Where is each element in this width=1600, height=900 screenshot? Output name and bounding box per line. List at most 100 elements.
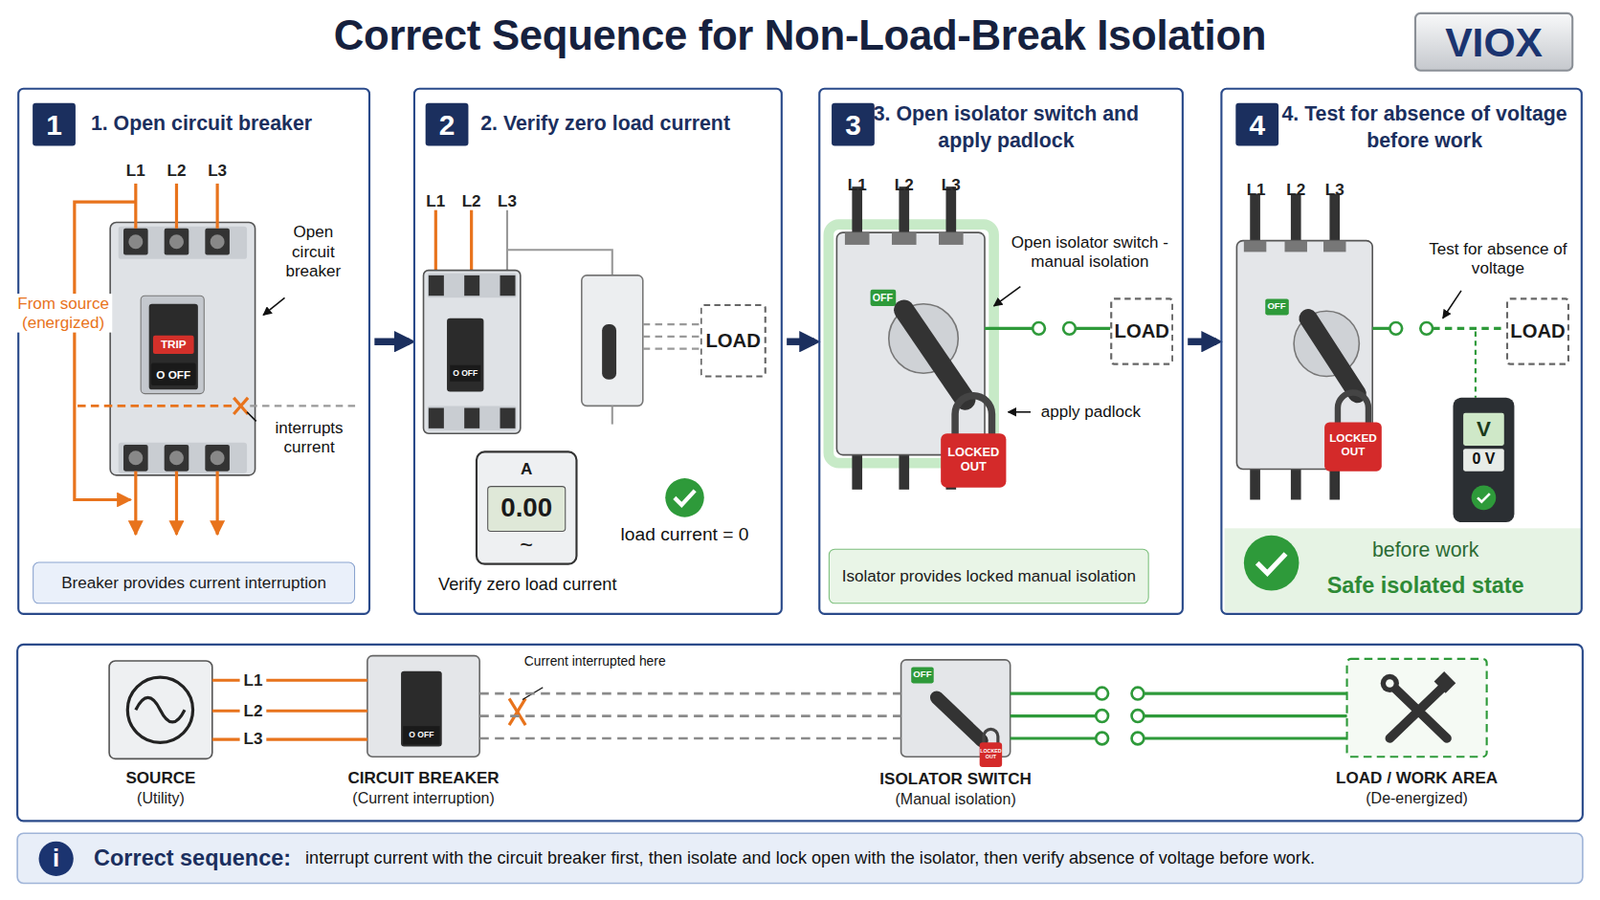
breaker-drawing-part	[246, 412, 257, 423]
label-text: L3	[491, 191, 523, 211]
breaker-drawing-part	[204, 228, 230, 256]
breaker-contactor-drawing-part	[449, 365, 481, 382]
isolator-tester-drawing-part	[1432, 327, 1507, 331]
isolator-drawing-part	[1063, 322, 1076, 335]
one-line-schematic-part	[1389, 683, 1447, 739]
node-text: 0.00	[476, 490, 578, 525]
node-text: (Manual isolation)	[894, 790, 1016, 810]
breaker-drawing-part	[210, 450, 225, 466]
breaker-drawing	[74, 183, 360, 535]
breaker-drawing-part-part	[133, 471, 137, 535]
breaker-drawing-part	[263, 297, 285, 315]
one-line-schematic-part	[127, 677, 193, 743]
load-box: LOAD	[1110, 297, 1174, 365]
one-line-schematic-part	[1434, 671, 1457, 694]
label-text: load current = 0	[618, 524, 752, 547]
label-text: O OFF	[449, 369, 481, 379]
breaker-contactor-drawing-part	[434, 210, 438, 274]
breaker-drawing-part-part	[216, 471, 220, 535]
breaker-contactor-drawing-part-part	[643, 348, 701, 351]
node-text: Breaker provides current interruption	[61, 573, 327, 594]
one-line-schematic-part-part	[1132, 688, 1145, 701]
one-line-schematic-part	[400, 671, 443, 748]
step-number: 2	[425, 103, 469, 147]
isolator-drawing-part	[940, 433, 1006, 489]
connector	[374, 337, 409, 345]
one-line-schematic	[17, 644, 1583, 885]
isolator-drawing	[828, 186, 1111, 490]
label-text: L3	[1319, 179, 1351, 200]
connector	[786, 337, 815, 345]
node-text: ISOLATOR SWITCH	[879, 769, 1032, 790]
isolator-tester-drawing	[1224, 194, 1582, 613]
breaker-contactor-drawing-part-part	[643, 335, 701, 338]
node-text: (De-energized)	[1365, 789, 1468, 809]
breaker-drawing-part	[249, 404, 359, 407]
label-text: L1	[240, 670, 267, 690]
isolator-tester-drawing-part	[1329, 194, 1340, 244]
breaker-drawing-part	[77, 404, 233, 408]
logo-plate: VIOX	[1414, 12, 1574, 72]
breaker-drawing-part	[151, 363, 197, 386]
breaker-contactor-drawing	[423, 210, 705, 565]
one-line-schematic-part	[109, 661, 213, 759]
breaker-contactor-drawing-part	[427, 405, 517, 431]
isolator-tester-drawing-part	[1308, 318, 1357, 395]
isolator-drawing-part	[836, 232, 985, 455]
label-text: Current interrupted here	[523, 654, 667, 671]
info-bar: Correct sequence:interrupt current with …	[17, 833, 1583, 884]
label-text: OFF	[1264, 301, 1289, 313]
isolator-tester-drawing-part	[1244, 241, 1267, 253]
breaker-contactor-drawing-part	[428, 275, 445, 296]
isolator-tester-drawing-part	[1224, 528, 1582, 612]
label-text: OFF	[869, 291, 897, 305]
breaker-drawing-part	[123, 228, 149, 256]
isolator-drawing-part	[898, 452, 910, 489]
node-text: LOAD	[1114, 319, 1170, 344]
node-text: 4. Test for absence of voltage before wo…	[1279, 100, 1570, 154]
step-panel: 3. Open isolator switch and apply padloc…	[818, 88, 1184, 616]
load-box: LOAD	[1506, 297, 1570, 365]
one-line-schematic-part	[367, 656, 480, 758]
isolator-drawing-part	[898, 186, 910, 235]
one-line-schematic-part	[1347, 659, 1488, 757]
isolator-drawing-part	[828, 224, 995, 465]
isolator-tester-drawing-part	[1474, 332, 1477, 399]
breaker-contactor-drawing-part	[611, 405, 614, 424]
node-text: VIOX	[1444, 16, 1543, 67]
breaker-contactor-drawing-part	[601, 324, 617, 380]
breaker-contactor-drawing-part	[581, 275, 644, 406]
node-text: LOAD	[705, 328, 760, 353]
one-line-schematic-part	[1095, 688, 1144, 746]
node-text: V	[1452, 416, 1514, 444]
breaker-contactor-drawing-part	[428, 408, 445, 429]
label-text: L2	[1280, 179, 1312, 200]
node-text: 1. Open circuit breaker	[90, 110, 365, 137]
breaker-drawing-part	[110, 222, 255, 475]
breaker-drawing-part-part	[233, 398, 248, 415]
breaker-contactor-drawing-part	[507, 210, 613, 276]
breaker-drawing-part	[204, 444, 230, 472]
isolator-drawing-part	[955, 396, 992, 438]
node-text: ~	[476, 532, 578, 560]
node-text: LOAD / WORK AREA	[1335, 768, 1498, 789]
breaker-drawing-part	[233, 398, 248, 415]
one-line-schematic-part-part	[1095, 733, 1109, 746]
step-number: 4	[1235, 103, 1279, 147]
breaker-drawing-part	[128, 450, 143, 466]
one-line-schematic-part	[901, 660, 1011, 757]
node-text: 1	[45, 106, 63, 142]
one-line-schematic-part	[39, 842, 74, 877]
isolator-tester-drawing-part	[1477, 493, 1490, 503]
label-text: O OFF	[403, 730, 439, 740]
note-box: Isolator provides locked manual isolatio…	[828, 549, 1150, 605]
breaker-box: CIRCUIT BREAKER(Current interruption)	[367, 656, 480, 758]
one-line-schematic-part-part	[1095, 688, 1109, 701]
isolator-tester-drawing-part	[1244, 535, 1300, 592]
label-text: apply padlock	[1034, 401, 1147, 422]
connector	[212, 680, 368, 740]
voltage-tester: V0 V	[1452, 398, 1514, 523]
breaker-contactor-drawing-part	[665, 478, 705, 518]
one-line-schematic-part	[402, 726, 440, 745]
isolator-drawing-part	[891, 232, 917, 245]
